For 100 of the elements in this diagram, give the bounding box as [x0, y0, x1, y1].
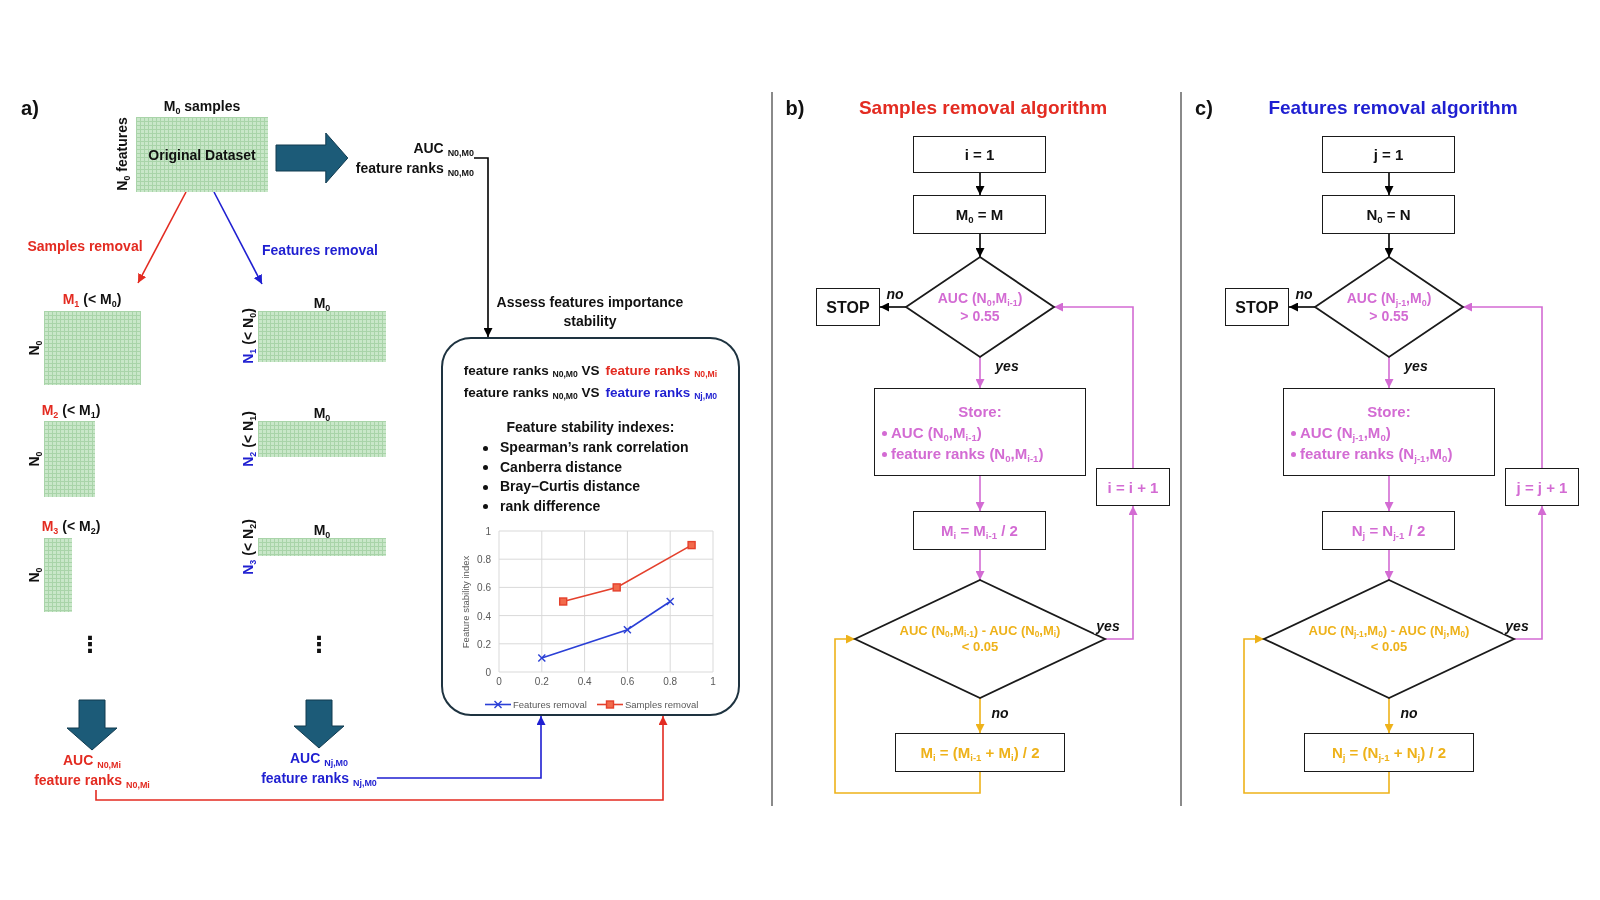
process-box: N$_{j}$ = N$_{j-1}$ / 2 — [1322, 511, 1455, 550]
tick-label: 0 — [496, 676, 502, 687]
panel-letter: c) — [1195, 96, 1213, 120]
bullet-item: Spearman’s rank correlation — [483, 438, 689, 458]
tick-label: 0.6 — [620, 676, 635, 687]
process-box: M$_{i}$ = (M$_{i-1}$ + M$_{i}$) / 2 — [895, 733, 1065, 772]
bullet-item: Bray–Curtis distance — [483, 477, 641, 497]
decision-diamond: AUC (N$_{0}$,M$_{i-1}$) > 0.55 — [906, 257, 1054, 357]
axis-title: Feature stability index — [459, 555, 471, 648]
arrow — [1104, 505, 1138, 640]
arrow — [975, 172, 985, 196]
arrow — [1384, 475, 1394, 512]
section-heading: Feature stability indexes: — [506, 419, 675, 435]
legend-label: Features removal — [513, 698, 587, 710]
data-matrix — [258, 311, 386, 362]
size-label: M$_{0}$ — [313, 522, 331, 538]
process-box — [874, 388, 1086, 476]
process-box: M$_{i}$ = M$_{i-1}$ / 2 — [913, 511, 1046, 550]
tick-label: 0.8 — [663, 676, 678, 687]
process-box: j = j + 1 — [1505, 468, 1579, 506]
arrow — [879, 302, 907, 312]
tick-label: 1 — [710, 676, 716, 687]
size-label: M$_{2}$ — [41, 402, 59, 418]
arrow — [1384, 233, 1394, 258]
process-box: M$_{0}$ = M — [913, 195, 1046, 234]
result-text: AUC $_{N0,Mi}$ — [62, 751, 122, 770]
block-arrow — [293, 699, 345, 749]
size-label: (< M$_{0}$) — [83, 291, 122, 307]
tick-label: 0 — [485, 666, 491, 678]
panel-letter: a) — [21, 96, 39, 120]
decision-diamond: AUC (N$_{j-1}$,M$_{0}$) > 0.55 — [1315, 257, 1463, 357]
panel-title: Samples removal algorithm — [858, 97, 1108, 119]
bullet-item: AUC (N$_{0}$,M$_{i-1}$) — [882, 421, 982, 443]
arrow — [473, 157, 493, 338]
bullet-item: feature ranks (N$_{j-1}$,M$_{0}$) — [1291, 442, 1453, 464]
tick-label: 0.4 — [477, 610, 491, 622]
process-box: N$_{0}$ = N — [1322, 195, 1455, 234]
arrow — [1384, 356, 1394, 389]
bullet-item: Canberra distance — [483, 457, 623, 477]
arrow — [975, 697, 985, 734]
arrow — [213, 191, 263, 285]
arrow — [834, 634, 981, 794]
comparison-text: feature ranks $_{N0,M0}$ VS — [463, 363, 600, 378]
continuation-dots: ⋮ — [79, 632, 101, 658]
comparison-text: feature ranks $_{N0,Mi}$ — [605, 363, 718, 378]
stop-box: STOP — [816, 288, 880, 326]
data-matrix — [258, 538, 386, 556]
rounded-panel — [441, 337, 740, 716]
arrow — [1384, 697, 1394, 734]
data-matrix — [258, 421, 386, 457]
panel-heading: Assess features importance stability — [495, 293, 685, 331]
size-label: (< M$_{2}$) — [62, 518, 101, 534]
arrow — [1243, 634, 1390, 794]
result-text: feature ranks $_{Nj,M0}$ — [261, 769, 377, 788]
tick-label: 0.2 — [477, 638, 491, 650]
comparison-text: feature ranks $_{N0,M0}$ VS — [463, 385, 600, 400]
data-matrix — [44, 421, 95, 497]
bullet-item: AUC (N$_{j-1}$,M$_{0}$) — [1291, 421, 1391, 443]
arrow — [1384, 172, 1394, 196]
tick-label: 0.6 — [477, 581, 491, 593]
panel-letter: b) — [785, 96, 805, 120]
arrow — [975, 475, 985, 512]
box-heading: Store: — [958, 401, 1002, 422]
arrow — [1384, 549, 1394, 581]
result-text: feature ranks $_{N0,Mi}$ — [34, 771, 150, 790]
panel-title: Features removal algorithm — [1268, 97, 1518, 119]
size-label: M$_{0}$ — [313, 295, 331, 311]
arrow — [1053, 302, 1134, 469]
arrow — [137, 191, 187, 284]
comparison-text: feature ranks $_{Nj,M0}$ — [605, 385, 718, 400]
size-label: M$_{0}$ — [313, 405, 331, 421]
bullet-item: rank difference — [483, 496, 601, 516]
bullet-item: feature ranks (N$_{0}$,M$_{i-1}$) — [882, 442, 1044, 464]
edge-label: Samples removal — [25, 238, 145, 254]
arrow — [975, 356, 985, 389]
block-arrow — [275, 132, 349, 184]
arrow — [975, 233, 985, 258]
data-matrix — [44, 311, 141, 385]
process-box: N$_{j}$ = (N$_{j-1}$ + N$_{j}$) / 2 — [1304, 733, 1474, 772]
legend-label: Samples removal — [625, 698, 699, 710]
result-text: AUC $_{N0,M0}$ — [413, 139, 474, 158]
result-text: AUC $_{Nj,M0}$ — [289, 749, 349, 768]
size-label: M$_{3}$ — [41, 518, 59, 534]
arrow — [95, 715, 668, 801]
stop-box: STOP — [1225, 288, 1289, 326]
continuation-dots: ⋮ — [308, 632, 330, 658]
tick-label: 0.8 — [477, 553, 491, 565]
process-box: i = 1 — [913, 136, 1046, 173]
size-label: (< M$_{1}$) — [62, 402, 101, 418]
data-matrix — [44, 538, 72, 612]
process-box — [1283, 388, 1495, 476]
process-box: i = i + 1 — [1096, 468, 1170, 506]
tick-label: 0.2 — [534, 676, 549, 687]
box-heading: Store: — [1367, 401, 1411, 422]
tick-label: 1 — [485, 525, 491, 537]
block-arrow — [66, 699, 118, 751]
edge-label: Features removal — [260, 242, 380, 258]
size-label: M$_{1}$ — [62, 291, 80, 307]
result-text: feature ranks $_{N0,M0}$ — [355, 159, 474, 178]
arrow — [975, 549, 985, 581]
